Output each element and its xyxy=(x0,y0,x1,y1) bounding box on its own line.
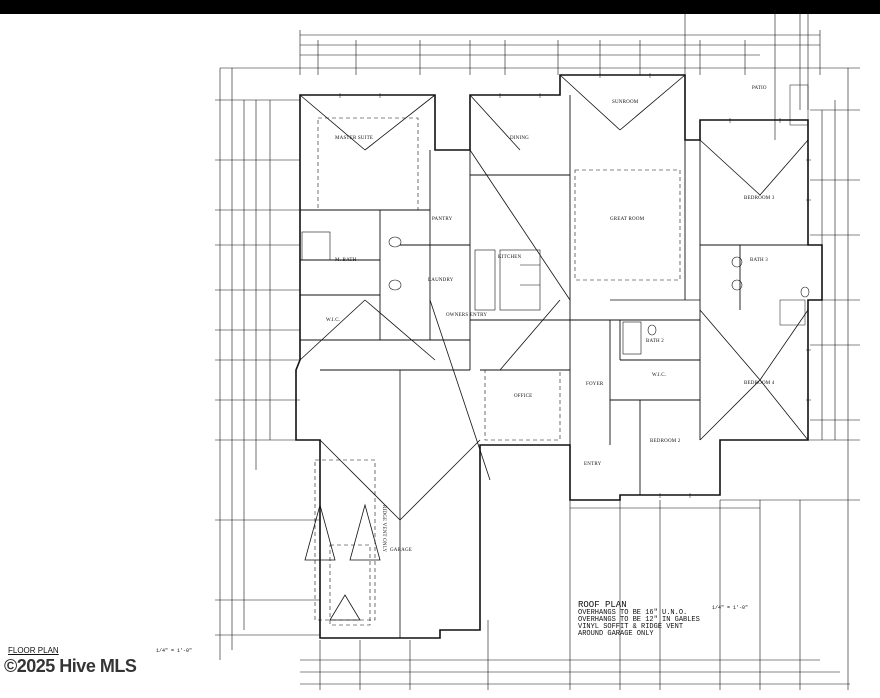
room-label-sunroom: SUNROOM xyxy=(612,100,639,105)
dim-ticks-right xyxy=(720,109,860,501)
dim-ticks-top xyxy=(299,10,821,140)
interior-walls xyxy=(300,95,808,495)
room-label-wic-2: W.I.C. xyxy=(652,373,667,378)
room-label-bedroom-2: BEDROOM 2 xyxy=(650,439,681,444)
room-label-pantry: PANTRY xyxy=(432,217,453,222)
dim-ticks-left xyxy=(215,99,320,636)
mls-watermark: ©2025 Hive MLS xyxy=(4,656,137,676)
roof-plan-notes: ROOF PLAN OVERHANGS TO BE 16" U.N.O. OVE… xyxy=(578,600,700,638)
patio-posts xyxy=(779,84,809,326)
room-label-bedroom-4: BEDROOM 4 xyxy=(744,381,775,386)
garage-ridge-note: RIDGE VENT ONLY xyxy=(381,505,386,553)
room-label-master-suite: MASTER SUITE xyxy=(335,136,374,141)
room-label-kitchen: KITCHEN xyxy=(498,255,522,260)
roof-plan-title: ROOF PLAN xyxy=(578,600,627,610)
roof-note-1: OVERHANGS TO BE 16" U.N.O. xyxy=(578,609,688,617)
room-label-great-room: GREAT ROOM xyxy=(610,217,645,222)
room-label-owners-entry: OWNERS ENTRY xyxy=(446,313,488,318)
room-label-bath-3: BATH 3 xyxy=(750,258,769,263)
room-label-office: OFFICE xyxy=(514,394,533,399)
dim-ticks-bottom xyxy=(319,500,801,690)
window-marks xyxy=(339,73,811,498)
room-label-bath-2: BATH 2 xyxy=(646,339,665,344)
room-label-garage: GARAGE xyxy=(390,548,413,553)
exterior-walls xyxy=(295,74,823,639)
room-label-bedroom-3: BEDROOM 3 xyxy=(744,196,775,201)
roof-note-2: OVERHANGS TO BE 12" IN GABLES xyxy=(578,616,700,624)
roof-note-4: AROUND GARAGE ONLY xyxy=(578,630,654,638)
room-label-m-bath: M. BATH xyxy=(335,258,357,263)
floor-plan-scale: 1/4" = 1'-0" xyxy=(156,648,193,654)
roof-lines xyxy=(299,74,809,638)
dashed-overhang-lines xyxy=(314,117,681,626)
room-label-wic: W.I.C. xyxy=(326,318,341,323)
room-label-laundry: LAUNDRY xyxy=(428,278,454,283)
room-label-patio: PATIO xyxy=(752,86,767,91)
kitchen-counters xyxy=(474,249,540,311)
room-label-dining: DINING xyxy=(510,136,529,141)
roof-plan-scale: 1/4" = 1'-0" xyxy=(712,605,749,611)
room-label-entry: ENTRY xyxy=(584,462,602,467)
floor-plan-title: FLOOR PLAN xyxy=(8,646,59,655)
room-label-foyer: FOYER xyxy=(586,382,604,387)
roof-note-3: VINYL SOFFIT & RIDGE VENT xyxy=(578,623,684,631)
garage-gables xyxy=(304,503,381,621)
top-border-bar xyxy=(0,0,880,14)
plumbing-fixtures xyxy=(301,231,810,355)
